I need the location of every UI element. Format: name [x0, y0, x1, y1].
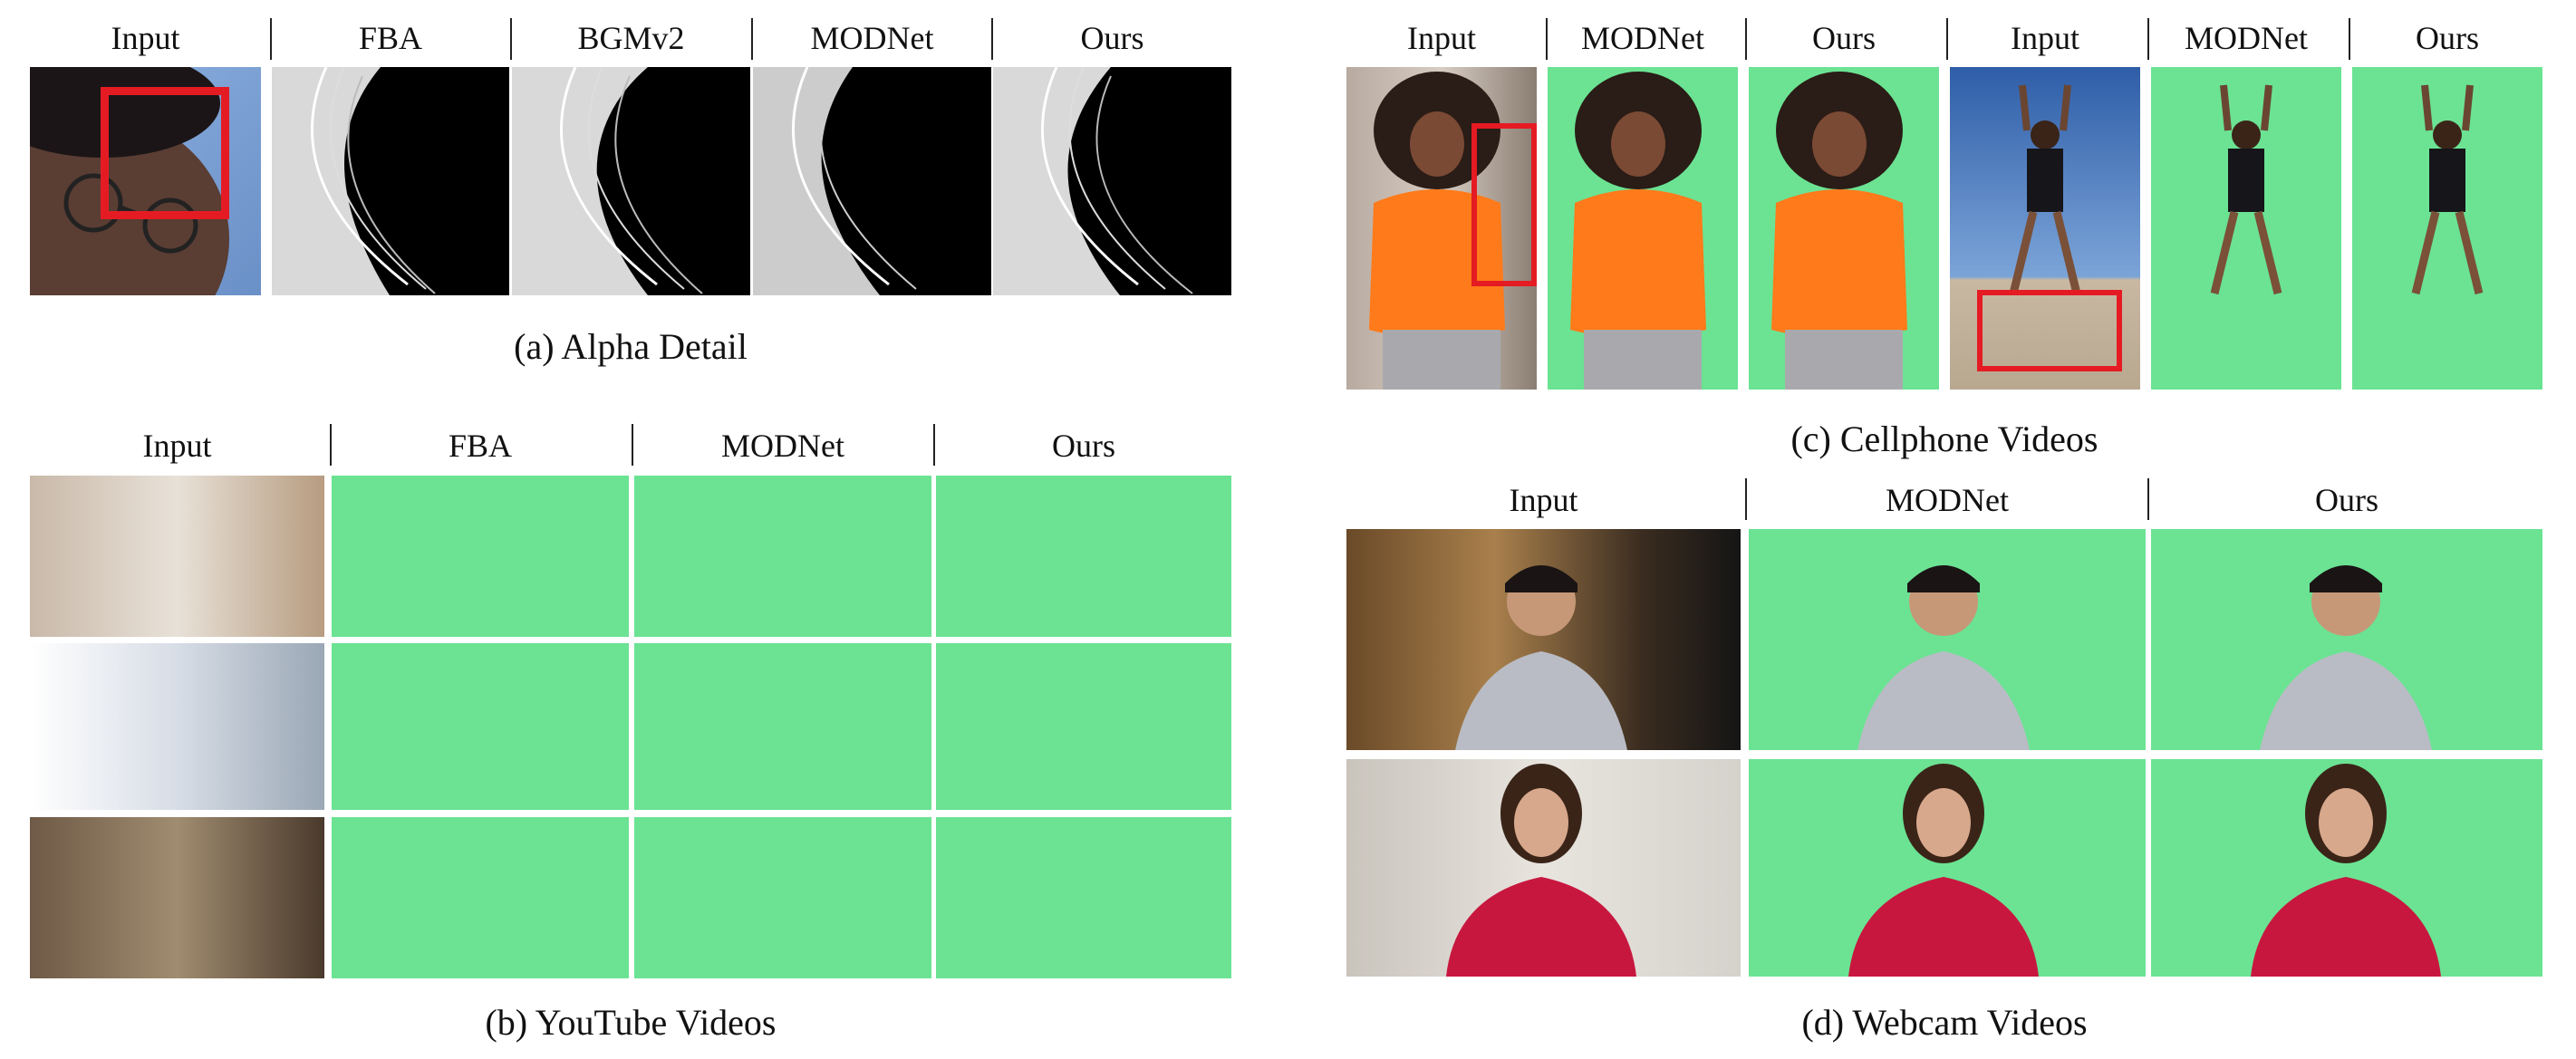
person-silhouette: [1369, 72, 1505, 390]
youtube-fba-frame: [332, 476, 629, 637]
youtube-fba-frame: [332, 817, 629, 978]
panel-caption: (b) YouTube Videos: [485, 1002, 777, 1043]
column-separator: [933, 424, 935, 466]
column-separator: [270, 18, 272, 60]
hair-strands: [512, 67, 703, 295]
column-header: Input: [1407, 20, 1476, 56]
column-separator: [1745, 18, 1747, 60]
column-header: Ours: [1812, 20, 1876, 56]
person-silhouette: [2251, 764, 2441, 977]
person-silhouette: [2210, 84, 2282, 295]
person-silhouette: [1570, 72, 1706, 390]
column-header: Input: [1509, 482, 1578, 518]
column-header: Input: [142, 428, 212, 464]
hair-strands: [993, 67, 1193, 295]
youtube-input-frame: [30, 643, 324, 810]
column-separator: [2147, 18, 2149, 60]
column-separator: [751, 18, 753, 60]
webcam-input-frame: [1346, 759, 1741, 977]
cellphone-ours-frame: [1749, 67, 1939, 390]
column-separator: [1546, 18, 1548, 60]
cellphone-modnet-frame: [1548, 67, 1738, 390]
column-separator: [632, 424, 633, 466]
panel-cellphone-videos: Input MODNet Ours Input MODNet Ours: [1332, 0, 2576, 471]
column-header: Input: [2011, 20, 2079, 56]
column-header: Ours: [2315, 482, 2378, 518]
webcam-input-frame: [1346, 529, 1741, 750]
column-separator: [510, 18, 512, 60]
column-header: FBA: [358, 20, 423, 56]
webcam-ours-frame: [2151, 529, 2542, 750]
alpha-matte-bgmv2: [512, 67, 750, 295]
person-silhouette: [2411, 84, 2484, 295]
alpha-matte-modnet: [753, 67, 991, 295]
column-header: MODNet: [1886, 482, 2009, 518]
column-header: Ours: [1080, 20, 1144, 56]
person-silhouette: [1771, 72, 1907, 390]
hair-strands: [753, 67, 917, 295]
column-header: BGMv2: [577, 20, 685, 56]
hair-strands: [272, 67, 436, 295]
alpha-matte-ours: [993, 67, 1231, 295]
highlight-box: [1977, 290, 2122, 371]
youtube-input-frame: [30, 476, 324, 637]
person-silhouette: [1848, 764, 2039, 977]
column-header: Input: [111, 20, 180, 56]
alpha-matte-fba: [272, 67, 509, 295]
webcam-modnet-frame: [1749, 759, 2146, 977]
cellphone-ours-frame: [2352, 67, 2542, 390]
panel-youtube-videos: Input FBA MODNet Ours (b) YouTube Videos: [0, 399, 1250, 1051]
panel-caption: (d) Webcam Videos: [1801, 1002, 2088, 1043]
youtube-modnet-frame: [634, 476, 931, 637]
column-header: MODNet: [1581, 20, 1704, 56]
panel-alpha-detail: Input FBA BGMv2 MODNet Ours: [0, 0, 1250, 380]
cellphone-input-frame: [1346, 67, 1537, 390]
youtube-modnet-frame: [634, 817, 931, 978]
person-silhouette: [1455, 565, 1627, 750]
input-face-image: [30, 67, 261, 295]
column-separator: [1946, 18, 1948, 60]
column-header: Ours: [1052, 428, 1115, 464]
youtube-ours-frame: [936, 476, 1231, 637]
panel-caption: (a) Alpha Detail: [514, 326, 748, 367]
person-silhouette: [1446, 764, 1636, 977]
column-separator: [1745, 478, 1747, 520]
highlight-box: [101, 87, 229, 219]
youtube-ours-frame: [936, 643, 1231, 810]
webcam-modnet-frame: [1749, 529, 2146, 750]
column-header: MODNet: [2185, 20, 2308, 56]
webcam-ours-frame: [2151, 759, 2542, 977]
column-header: MODNet: [810, 20, 934, 56]
panel-caption: (c) Cellphone Videos: [1790, 419, 2098, 459]
youtube-ours-frame: [936, 817, 1231, 978]
column-separator: [2349, 18, 2350, 60]
youtube-input-frame: [30, 817, 324, 978]
person-silhouette: [1857, 565, 2030, 750]
person-silhouette: [2009, 84, 2081, 295]
highlight-box: [1471, 123, 1537, 286]
person-silhouette: [2260, 565, 2432, 750]
column-header: MODNet: [721, 428, 844, 464]
column-header: Ours: [2416, 20, 2479, 56]
panel-webcam-videos: Input MODNet Ours: [1332, 471, 2576, 1059]
cellphone-modnet-frame: [2151, 67, 2341, 390]
youtube-modnet-frame: [634, 643, 931, 810]
youtube-fba-frame: [332, 643, 629, 810]
column-separator: [991, 18, 993, 60]
column-header: FBA: [448, 428, 513, 464]
column-separator: [330, 424, 332, 466]
column-separator: [2147, 478, 2149, 520]
cellphone-input-frame: [1950, 67, 2140, 390]
